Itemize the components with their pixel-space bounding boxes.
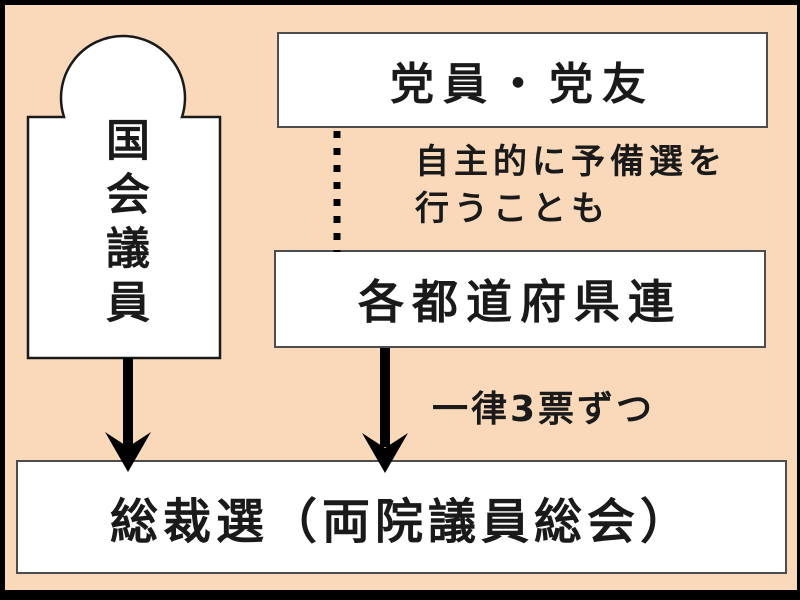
node-prefectural-federations-label: 各都道府県連 xyxy=(358,275,682,329)
node-presidential-election-label: 総裁選（両院議員総会） xyxy=(109,494,693,550)
node-prefectural-federations: 各都道府県連 xyxy=(274,250,766,348)
diet-building-shape xyxy=(26,34,222,360)
arrow-federations-to-election-icon xyxy=(362,348,408,473)
node-diet-members-label: 国会議員 xyxy=(98,117,149,333)
annotation-preliminary-line1: 自主的に予備選を xyxy=(415,142,727,182)
diet-building-outline xyxy=(26,34,222,360)
node-party-members-label: 党員・党友 xyxy=(390,59,655,110)
node-party-members: 党員・党友 xyxy=(277,32,768,128)
arrow-diet-to-election-icon xyxy=(105,358,151,472)
annotation-three-votes: 一律3票ずつ xyxy=(432,389,656,430)
node-presidential-election: 総裁選（両院議員総会） xyxy=(16,460,787,574)
annotation-preliminary-election: 自主的に予備選を 行うことも xyxy=(415,139,727,233)
annotation-preliminary-line2: 行うことも xyxy=(415,189,610,229)
